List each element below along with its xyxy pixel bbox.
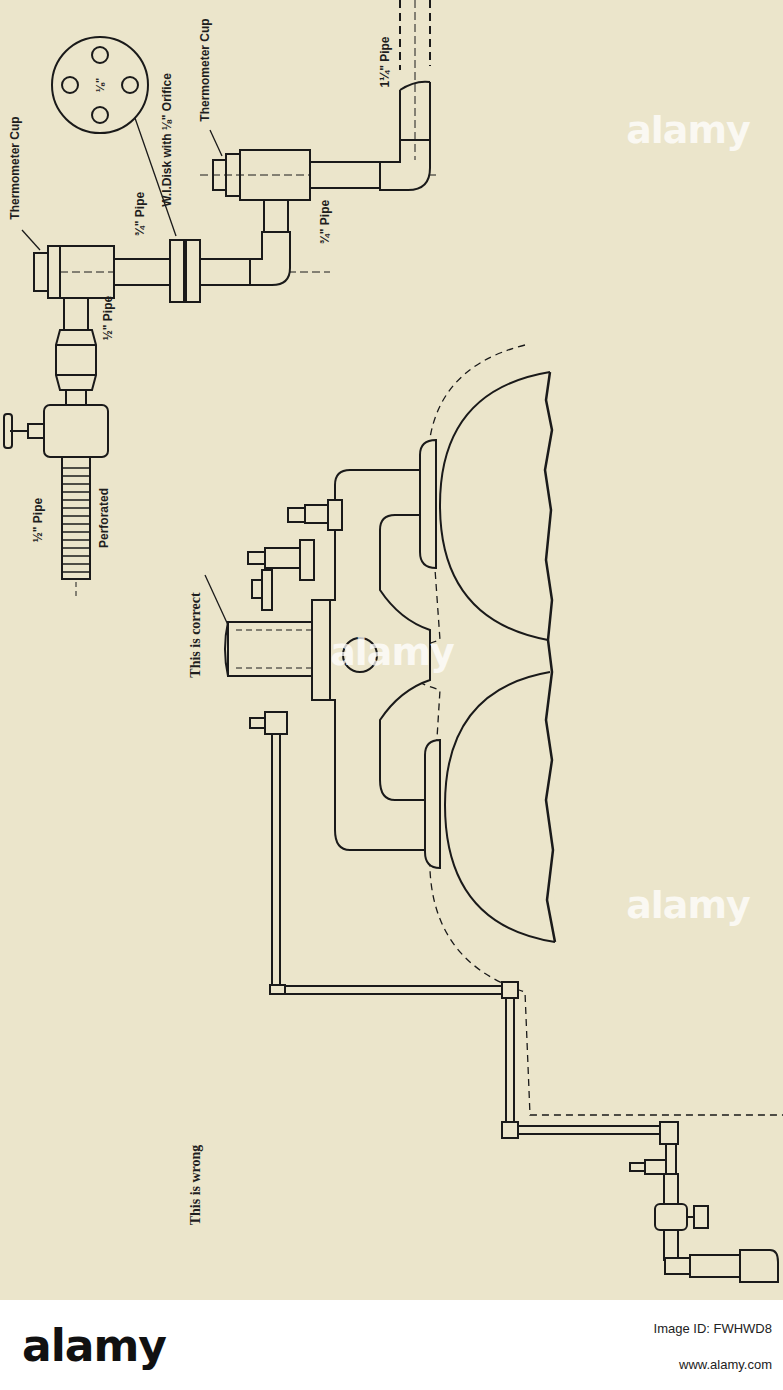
dimension-label: ½" Pipe: [101, 296, 115, 340]
watermark-logo: alamy: [22, 1320, 166, 1371]
dimension-label: ¾" Pipe: [133, 192, 147, 236]
part-label: Perforated: [97, 488, 111, 548]
note-label: This is correct: [188, 592, 204, 677]
dimension-label: ⅛": [94, 78, 106, 92]
part-label: Thermometer Cup: [8, 116, 22, 219]
watermark: alamy: [330, 630, 454, 674]
dimension-label: 1¼" Pipe: [378, 36, 392, 87]
watermark: alamy: [626, 883, 750, 927]
site-url: www.alamy.com: [679, 1357, 772, 1372]
dimension-label: ¾" Pipe: [318, 200, 332, 244]
dimension-label: ½" Pipe: [31, 498, 45, 542]
note-label: This is wrong: [188, 1145, 204, 1226]
part-label: W.I.Disk with ⅛" Orifice: [160, 73, 174, 207]
part-label: Thermometer Cup: [198, 18, 212, 121]
image-id: Image ID: FWHWD8: [654, 1321, 772, 1336]
watermark: alamy: [626, 108, 750, 152]
